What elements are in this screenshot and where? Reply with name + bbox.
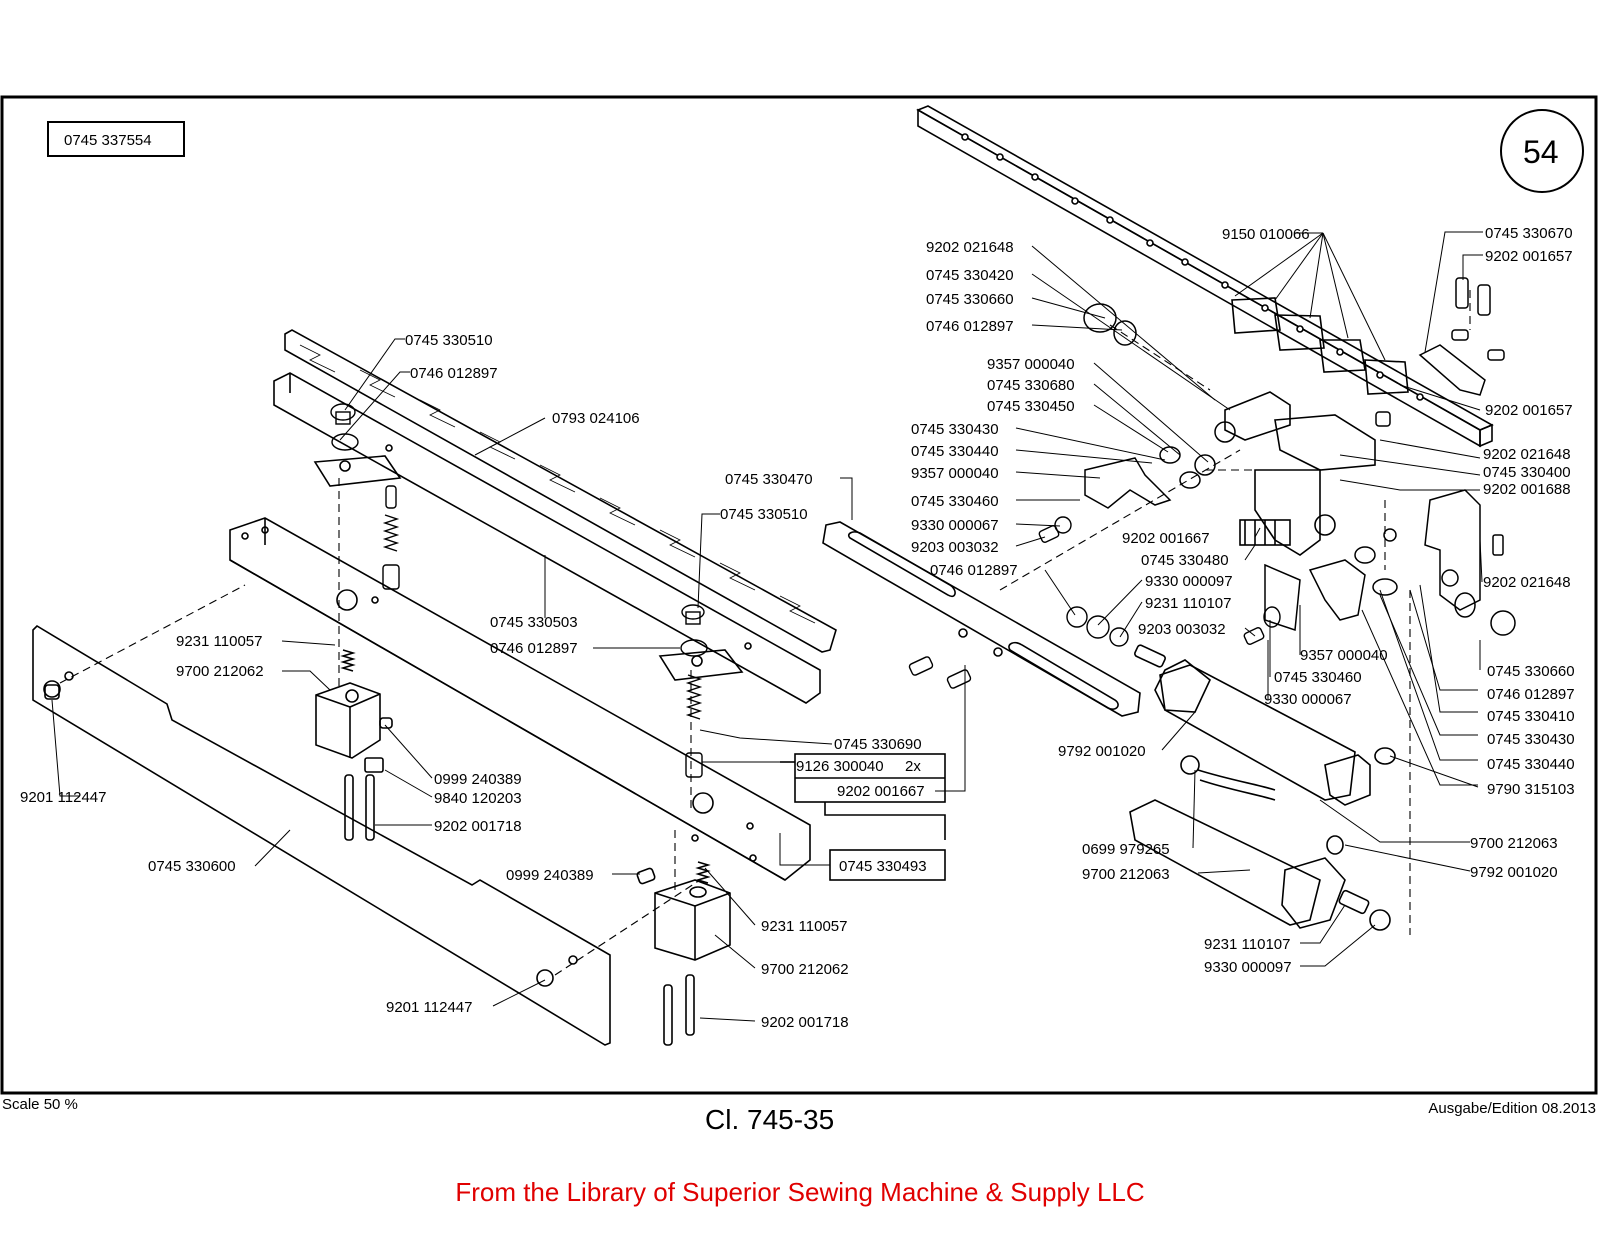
library-credit: From the Library of Superior Sewing Mach… (455, 1177, 1145, 1207)
label: 0745 330410 (1487, 708, 1575, 725)
drawing-frame (0, 95, 1598, 1095)
label: 9231 110057 (176, 633, 262, 650)
label: 9700 212062 (176, 663, 264, 680)
upper-rail (916, 105, 1494, 448)
label: 9792 001020 (1470, 864, 1558, 881)
label: 9202 001667 (837, 783, 925, 800)
label: 0746 012897 (930, 562, 1018, 579)
label: 9150 010066 (1222, 226, 1310, 243)
label: 0745 330680 (987, 377, 1075, 394)
label: 0746 012897 (410, 365, 498, 382)
label: 0745 330660 (926, 291, 1014, 308)
part-number-text: 0745 337554 (64, 132, 152, 149)
label: 9357 000040 (911, 465, 999, 482)
label: 2x (905, 758, 921, 775)
label: 9202 001718 (434, 818, 522, 835)
label: 9700 212062 (761, 961, 849, 978)
label: 0745 330510 (720, 506, 808, 523)
part-labels: 9150 010066 0745 330670 9202 001657 9202… (20, 225, 1575, 1031)
cylinder-blocks (315, 649, 731, 1046)
pneumatic-cylinder-2 (1129, 755, 1391, 931)
label: 9231 110107 (1145, 595, 1231, 612)
label: 0745 330430 (911, 421, 999, 438)
label: 9202 021648 (926, 239, 1014, 256)
label: 9790 315103 (1487, 781, 1575, 798)
label: 9203 003032 (1138, 621, 1226, 638)
label: 0745 330660 (1487, 663, 1575, 680)
label: 0745 330450 (987, 398, 1075, 415)
leader-lines (51, 231, 1483, 1022)
label: 0745 330480 (1141, 552, 1229, 569)
assembly-lines (59, 290, 1471, 976)
label: 9202 001718 (761, 1014, 849, 1031)
label: 9202 001688 (1483, 481, 1571, 498)
label: 9330 000067 (1264, 691, 1352, 708)
page-number-circle (1500, 109, 1584, 193)
label: 0745 330420 (926, 267, 1014, 284)
label: 0745 330503 (490, 614, 578, 631)
label: 9202 001657 (1485, 402, 1573, 419)
label: 0745 330470 (725, 471, 813, 488)
label: 0999 240389 (506, 867, 594, 884)
label: 9330 000097 (1145, 573, 1233, 590)
label: 0745 330670 (1485, 225, 1573, 242)
label: 9203 003032 (911, 539, 999, 556)
label: 0745 330400 (1483, 464, 1571, 481)
label: 9202 021648 (1483, 446, 1571, 463)
label: 0745 330510 (405, 332, 493, 349)
slotted-plate (822, 521, 1141, 717)
label: 0745 330430 (1487, 731, 1575, 748)
page-number-text: 54 (1523, 134, 1559, 170)
cover-plate (32, 624, 611, 1046)
label: 0793 024106 (552, 410, 640, 427)
label: 9357 000040 (987, 356, 1075, 373)
label: 0699 979265 (1082, 841, 1170, 858)
edition-text: Ausgabe/Edition 08.2013 (1428, 1100, 1596, 1117)
scale-text: Scale 50 % (2, 1096, 78, 1113)
springs-and-pins (330, 403, 708, 778)
label: 0746 012897 (490, 640, 578, 657)
label: 9201 112447 (20, 789, 106, 806)
label: 9202 021648 (1483, 574, 1571, 591)
label: 0745 330493 (839, 858, 927, 875)
label: 9231 110057 (761, 918, 847, 935)
label: 9330 000067 (911, 517, 999, 534)
label: 0745 330460 (911, 493, 999, 510)
label: 9792 001020 (1058, 743, 1146, 760)
carriage-block (1224, 391, 1376, 556)
label: 0745 330440 (911, 443, 999, 460)
model-title: Cl. 745-35 (705, 1104, 835, 1135)
label: 0745 330460 (1274, 669, 1362, 686)
label: 9202 001657 (1485, 248, 1573, 265)
label: 9201 112447 (386, 999, 472, 1016)
label: 0746 012897 (1487, 686, 1575, 703)
label: 9700 212063 (1082, 866, 1170, 883)
right-bracket (1424, 489, 1516, 636)
label: 9330 000097 (1204, 959, 1292, 976)
lower-beam (229, 517, 811, 881)
label: 0745 330690 (834, 736, 922, 753)
label: 9231 110107 (1204, 936, 1290, 953)
label: 9202 001667 (1122, 530, 1210, 547)
upper-beam (273, 372, 821, 704)
clamp-parts (1083, 303, 1398, 632)
pneumatic-cylinder-1 (1134, 644, 1396, 806)
label: 9840 120203 (434, 790, 522, 807)
label: 9126 300040 (796, 758, 884, 775)
part-number-box (47, 121, 185, 157)
label: 0999 240389 (434, 771, 522, 788)
label: 9700 212063 (1470, 835, 1558, 852)
label: 0746 012897 (926, 318, 1014, 335)
label: 0745 330600 (148, 858, 236, 875)
top-right-bracket (1375, 277, 1505, 427)
label: 9357 000040 (1300, 647, 1388, 664)
label: 0745 330440 (1487, 756, 1575, 773)
